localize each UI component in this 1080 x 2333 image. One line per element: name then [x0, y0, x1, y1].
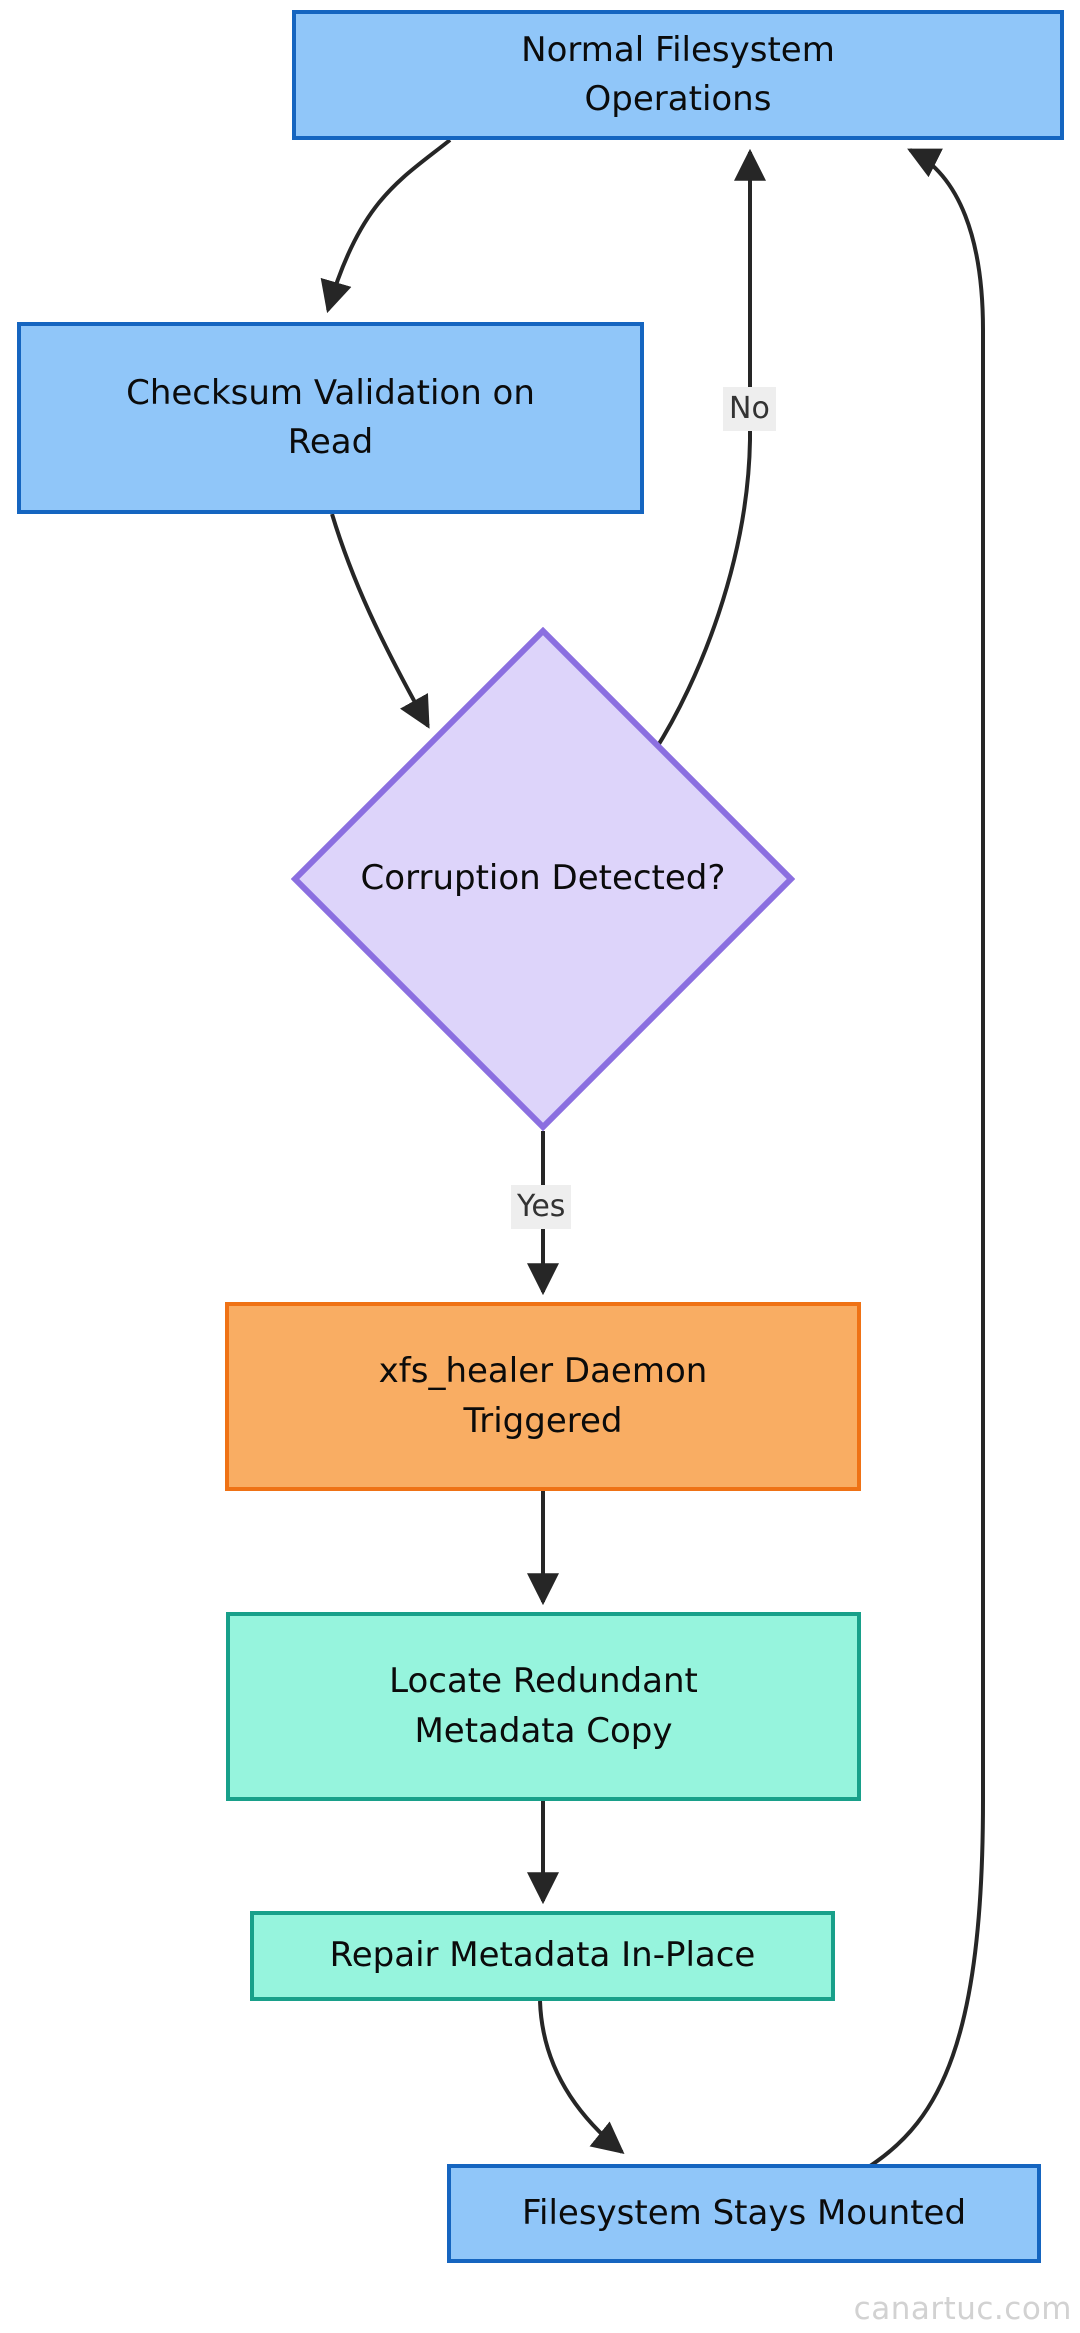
node-label: Filesystem Stays Mounted — [521, 2192, 967, 2233]
node-repair-metadata-in-place[interactable]: Repair Metadata In-Place — [250, 1911, 835, 2001]
node-label: Corruption Detected? — [360, 858, 726, 899]
node-corruption-detected-decision[interactable]: Corruption Detected? — [291, 627, 795, 1131]
node-filesystem-stays-mounted[interactable]: Filesystem Stays Mounted — [447, 2164, 1041, 2263]
node-label: Normal Filesystem Operations — [521, 29, 835, 119]
node-label: Checksum Validation on Read — [126, 372, 535, 462]
edge-mounted-to-normalops — [868, 148, 985, 2168]
node-checksum-validation-on-read[interactable]: Checksum Validation on Read — [17, 322, 644, 514]
node-label: Locate Redundant Metadata Copy — [389, 1661, 698, 1751]
edge-normalops-to-checksum — [320, 138, 452, 314]
edge-label-no: No — [723, 387, 776, 431]
watermark: canartuc.com — [853, 2291, 1072, 2327]
node-label: Repair Metadata In-Place — [329, 1935, 756, 1976]
node-normal-filesystem-operations[interactable]: Normal Filesystem Operations — [292, 10, 1064, 140]
diamond-shape — [291, 627, 795, 1131]
node-label: xfs_healer Daemon Triggered — [378, 1351, 708, 1441]
edge-repair-to-mounted — [538, 2000, 625, 2155]
node-xfs-healer-daemon-triggered[interactable]: xfs_healer Daemon Triggered — [225, 1302, 861, 1491]
edge-label-yes: Yes — [511, 1185, 572, 1229]
node-locate-redundant-metadata-copy[interactable]: Locate Redundant Metadata Copy — [226, 1612, 861, 1801]
